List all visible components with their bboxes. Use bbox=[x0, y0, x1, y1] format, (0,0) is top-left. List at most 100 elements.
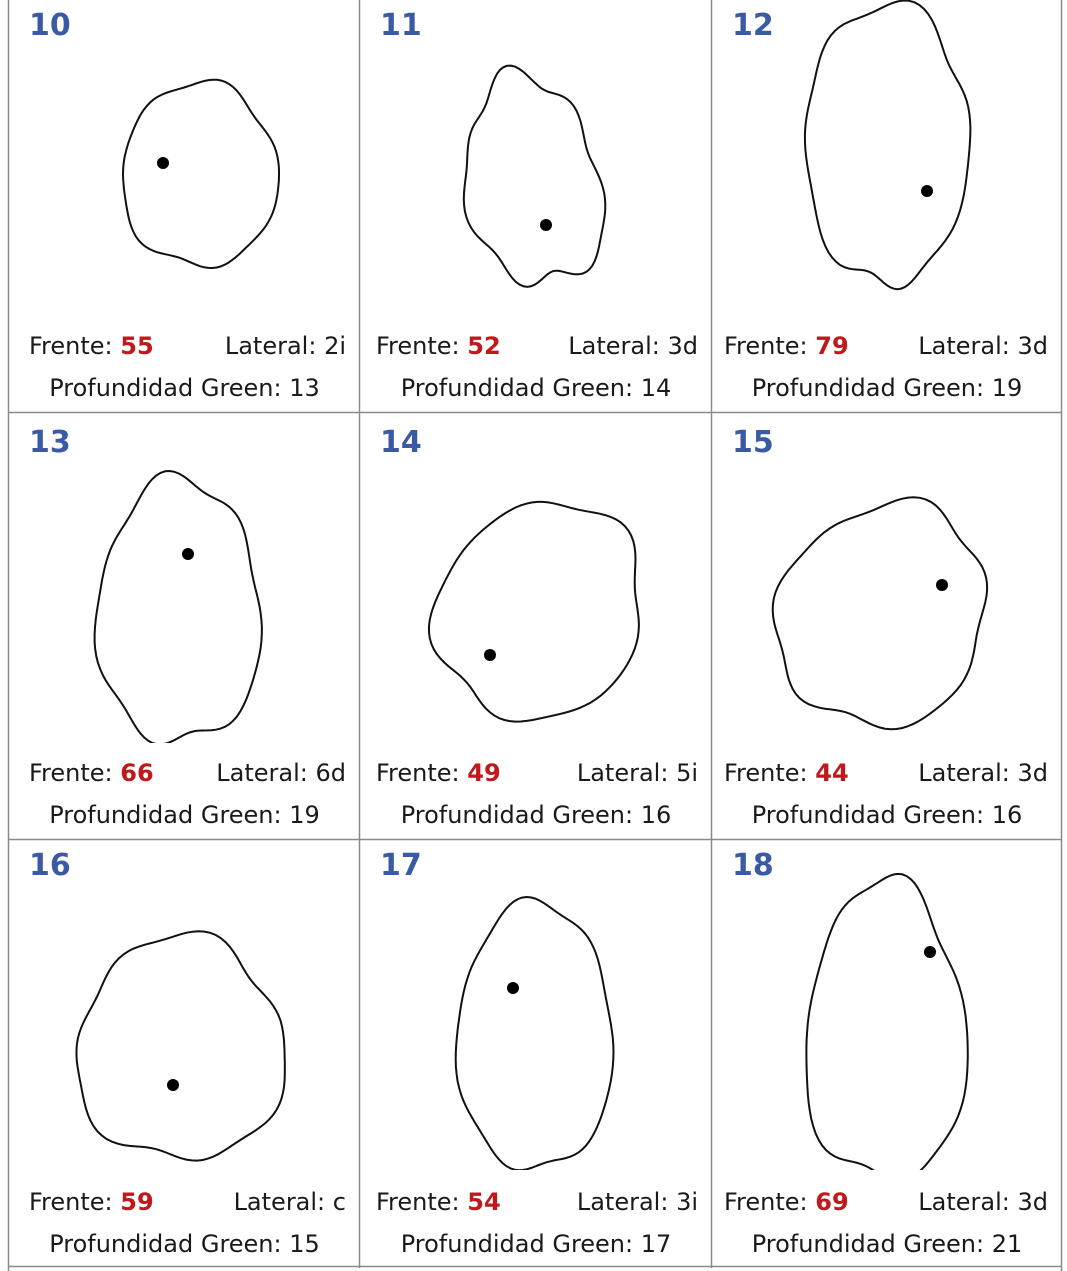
frente-value: 52 bbox=[467, 332, 500, 360]
frente-label: Frente: bbox=[29, 332, 113, 360]
lateral-label: Lateral: bbox=[577, 759, 669, 787]
green-outline-diagram bbox=[360, 840, 712, 1170]
hole-cell-12: 12Frente: 79Lateral: 3dProfundidad Green… bbox=[712, 0, 1062, 413]
pin-position-dot bbox=[540, 219, 552, 231]
hole-cell-10: 10Frente: 55Lateral: 2iProfundidad Green… bbox=[9, 0, 360, 413]
lateral-value: 3d bbox=[1017, 759, 1048, 787]
lateral-label: Lateral: bbox=[216, 759, 308, 787]
lateral-value: 3d bbox=[667, 332, 698, 360]
profundidad-label: Profundidad Green: bbox=[752, 801, 984, 829]
lateral-group: Lateral: 3d bbox=[918, 332, 1048, 360]
lateral-value: 3i bbox=[676, 1188, 698, 1216]
hole-cell-14: 14Frente: 49Lateral: 5iProfundidad Green… bbox=[360, 413, 712, 840]
profundidad-line: Profundidad Green: 19 bbox=[9, 801, 360, 829]
frente-group: Frente: 66 bbox=[29, 759, 154, 787]
profundidad-line: Profundidad Green: 16 bbox=[360, 801, 712, 829]
green-outline-diagram bbox=[9, 413, 360, 743]
lateral-group: Lateral: 3i bbox=[577, 1188, 698, 1216]
pin-position-dot bbox=[182, 548, 194, 560]
green-outline bbox=[77, 931, 285, 1160]
frente-value: 59 bbox=[120, 1188, 153, 1216]
pin-position-dot bbox=[484, 649, 496, 661]
profundidad-line: Profundidad Green: 13 bbox=[9, 374, 360, 402]
pin-position-dot bbox=[924, 946, 936, 958]
profundidad-line: Profundidad Green: 19 bbox=[712, 374, 1062, 402]
lateral-label: Lateral: bbox=[234, 1188, 326, 1216]
frente-value: 54 bbox=[467, 1188, 500, 1216]
green-outline bbox=[806, 874, 967, 1170]
lateral-group: Lateral: 3d bbox=[918, 1188, 1048, 1216]
profundidad-label: Profundidad Green: bbox=[401, 1230, 633, 1258]
frente-label: Frente: bbox=[29, 1188, 113, 1216]
frente-label: Frente: bbox=[376, 759, 460, 787]
frente-label: Frente: bbox=[724, 332, 808, 360]
pin-position-dot bbox=[936, 579, 948, 591]
profundidad-value: 19 bbox=[992, 374, 1023, 402]
profundidad-label: Profundidad Green: bbox=[401, 801, 633, 829]
profundidad-label: Profundidad Green: bbox=[752, 374, 984, 402]
profundidad-line: Profundidad Green: 14 bbox=[360, 374, 712, 402]
green-outline bbox=[464, 66, 606, 287]
green-outline-diagram bbox=[360, 0, 712, 330]
profundidad-label: Profundidad Green: bbox=[49, 1230, 281, 1258]
profundidad-value: 14 bbox=[641, 374, 672, 402]
green-outline-diagram bbox=[712, 413, 1062, 743]
lateral-value: 6d bbox=[315, 759, 346, 787]
frente-label: Frente: bbox=[29, 759, 113, 787]
hole-cell-11: 11Frente: 52Lateral: 3dProfundidad Green… bbox=[360, 0, 712, 413]
frente-label: Frente: bbox=[376, 1188, 460, 1216]
lateral-value: 3d bbox=[1017, 332, 1048, 360]
lateral-group: Lateral: c bbox=[234, 1188, 346, 1216]
frente-group: Frente: 59 bbox=[29, 1188, 154, 1216]
lateral-label: Lateral: bbox=[577, 1188, 669, 1216]
profundidad-value: 16 bbox=[641, 801, 672, 829]
frente-value: 69 bbox=[815, 1188, 848, 1216]
green-outline-diagram bbox=[360, 413, 712, 743]
frente-group: Frente: 44 bbox=[724, 759, 849, 787]
frente-group: Frente: 54 bbox=[376, 1188, 501, 1216]
lateral-value: c bbox=[333, 1188, 346, 1216]
lateral-value: 5i bbox=[676, 759, 698, 787]
profundidad-label: Profundidad Green: bbox=[752, 1230, 984, 1258]
green-outline bbox=[123, 80, 279, 268]
pin-position-dot bbox=[157, 157, 169, 169]
frente-value: 55 bbox=[120, 332, 153, 360]
lateral-label: Lateral: bbox=[918, 332, 1010, 360]
profundidad-label: Profundidad Green: bbox=[49, 801, 281, 829]
green-outline-diagram bbox=[9, 0, 360, 330]
frente-group: Frente: 69 bbox=[724, 1188, 849, 1216]
profundidad-value: 16 bbox=[992, 801, 1023, 829]
lateral-group: Lateral: 3d bbox=[918, 759, 1048, 787]
lateral-label: Lateral: bbox=[918, 759, 1010, 787]
frente-value: 66 bbox=[120, 759, 153, 787]
frente-group: Frente: 49 bbox=[376, 759, 501, 787]
frente-value: 44 bbox=[815, 759, 848, 787]
lateral-group: Lateral: 6d bbox=[216, 759, 346, 787]
profundidad-value: 13 bbox=[289, 374, 320, 402]
lateral-group: Lateral: 3d bbox=[568, 332, 698, 360]
pin-position-dot bbox=[507, 982, 519, 994]
green-outline bbox=[456, 897, 614, 1170]
profundidad-value: 19 bbox=[289, 801, 320, 829]
profundidad-label: Profundidad Green: bbox=[49, 374, 281, 402]
lateral-label: Lateral: bbox=[225, 332, 317, 360]
green-outline bbox=[95, 471, 262, 743]
frente-group: Frente: 55 bbox=[29, 332, 154, 360]
pin-position-dot bbox=[167, 1079, 179, 1091]
frente-group: Frente: 79 bbox=[724, 332, 849, 360]
profundidad-value: 21 bbox=[992, 1230, 1023, 1258]
frente-label: Frente: bbox=[724, 759, 808, 787]
green-outline-diagram bbox=[712, 840, 1062, 1170]
green-outline bbox=[773, 497, 987, 729]
profundidad-value: 15 bbox=[289, 1230, 320, 1258]
frente-label: Frente: bbox=[724, 1188, 808, 1216]
green-outline bbox=[429, 502, 639, 722]
lateral-value: 3d bbox=[1017, 1188, 1048, 1216]
lateral-group: Lateral: 2i bbox=[225, 332, 346, 360]
green-outline-diagram bbox=[9, 840, 360, 1170]
lateral-label: Lateral: bbox=[918, 1188, 1010, 1216]
profundidad-line: Profundidad Green: 16 bbox=[712, 801, 1062, 829]
